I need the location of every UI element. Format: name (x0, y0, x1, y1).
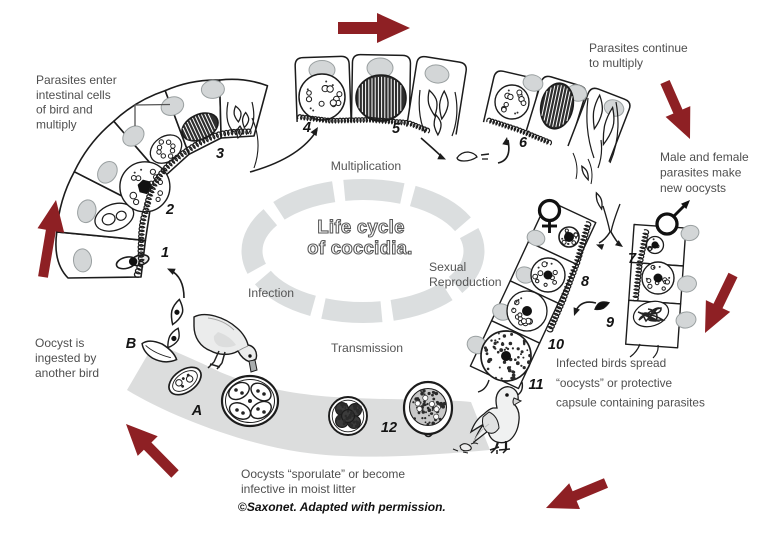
svg-text:12: 12 (381, 420, 397, 436)
svg-text:Infection: Infection (248, 286, 294, 300)
svg-text:1: 1 (161, 245, 169, 261)
svg-text:10: 10 (548, 337, 564, 353)
svg-text:2: 2 (165, 202, 174, 218)
svg-text:6: 6 (519, 135, 528, 151)
svg-text:A: A (191, 403, 202, 419)
svg-text:4: 4 (302, 120, 311, 136)
svg-text:8: 8 (581, 274, 590, 290)
svg-text:3: 3 (216, 146, 224, 162)
svg-text:of coccidia.: of coccidia. (307, 237, 412, 258)
svg-text:11: 11 (528, 377, 543, 393)
svg-text:Reproduction: Reproduction (429, 275, 502, 289)
svg-text:Transmission: Transmission (331, 341, 403, 355)
svg-text:©Saxonet. Adapted with permis: ©Saxonet. Adapted with permission. (238, 500, 446, 514)
svg-text:Life cycle: Life cycle (317, 216, 404, 237)
svg-text:5: 5 (392, 121, 401, 137)
svg-text:Infected birds spread“oocysts”: Infected birds spread“oocysts” or protec… (556, 356, 705, 410)
svg-text:Multiplication: Multiplication (331, 159, 401, 173)
svg-text:Sexual: Sexual (429, 260, 466, 274)
svg-text:9: 9 (606, 315, 614, 331)
svg-text:7: 7 (628, 251, 637, 267)
svg-text:B: B (126, 336, 136, 352)
